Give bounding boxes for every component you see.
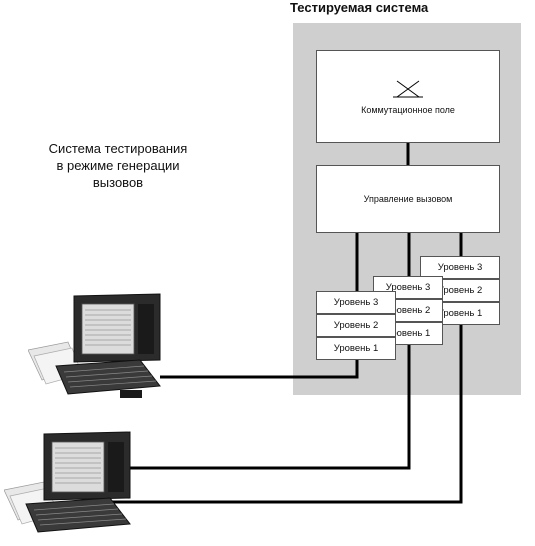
system-under-test-title: Тестируемая система: [290, 0, 429, 15]
level-2-item: Уровень 2: [316, 314, 396, 337]
tester-caption-line-3: вызовов: [92, 175, 144, 190]
tester-caption: Система тестирования в режиме генерации …: [18, 140, 218, 191]
call-control-box: Управление вызовом: [316, 165, 500, 233]
switching-field-box: Коммутационное поле: [316, 50, 500, 143]
tester-caption-line-1: Система тестирования: [48, 141, 188, 156]
level-1-item: Уровень 1: [316, 337, 396, 360]
tester-caption-line-2: в режиме генерации: [56, 158, 180, 173]
level-stack-1: Уровень 3 Уровень 2 Уровень 1: [316, 291, 396, 360]
portable-tester-icon: [28, 293, 161, 398]
call-control-label: Управление вызовом: [363, 194, 453, 204]
level-3-item: Уровень 3: [420, 256, 500, 279]
switch-symbol-icon: [393, 80, 423, 97]
level-3-item: Уровень 3: [316, 291, 396, 314]
switching-field-label: Коммутационное поле: [361, 104, 455, 115]
portable-tester-icon: [4, 431, 131, 533]
